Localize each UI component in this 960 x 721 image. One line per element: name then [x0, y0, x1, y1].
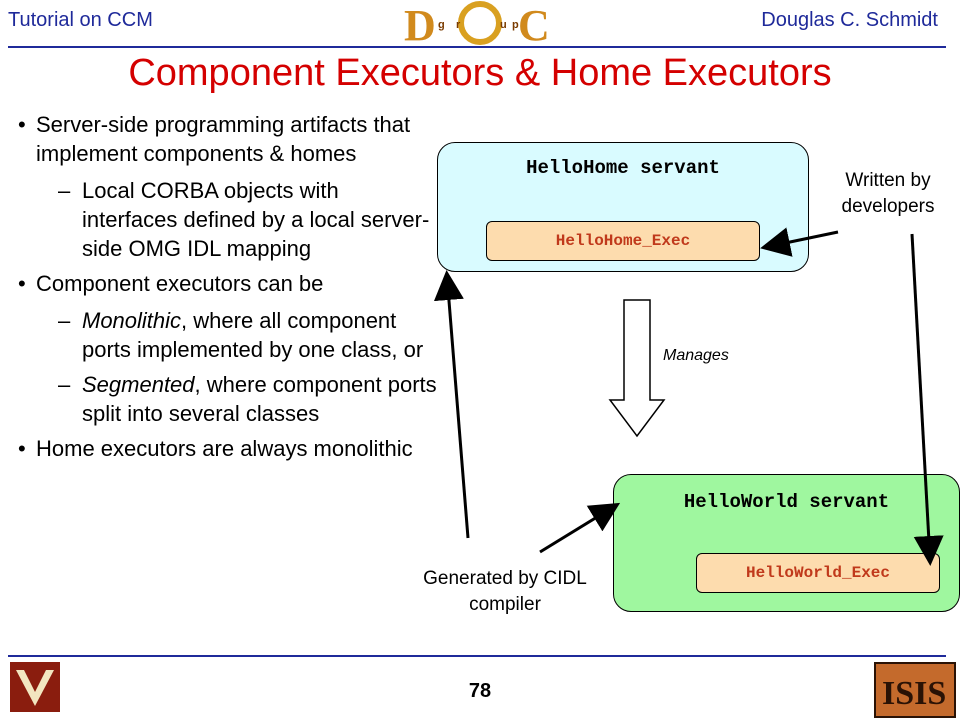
hellohome-servant-box: HelloHome servant HelloHome_Exec [437, 142, 809, 272]
logo-letter-o [458, 1, 502, 45]
header-rule [8, 46, 946, 48]
written-arrow-world [910, 233, 944, 566]
manages-label: Manages [663, 347, 729, 364]
segmented-term: Segmented [82, 372, 195, 397]
vanderbilt-logo-icon [10, 662, 60, 712]
bullet-list: Server-side programming artifacts that i… [18, 110, 438, 471]
svg-text:g: g [438, 19, 445, 31]
bullet-3: Home executors are always monolithic [18, 434, 438, 463]
written-arrow-home [760, 227, 839, 257]
slide-title: Component Executors & Home Executors [128, 52, 832, 94]
svg-text:r: r [456, 19, 461, 31]
bullet-1-sub: –Local CORBA objects with interfaces def… [58, 178, 430, 261]
bullet-2-sub-1-text: , where all component ports implemented … [82, 308, 424, 362]
logo-letter-d: D [404, 1, 436, 46]
monolithic-term: Monolithic [82, 308, 182, 333]
doc-group-logo: D C g r u p [400, 0, 560, 50]
logo-letter-c: C [518, 1, 550, 46]
header-left-text: Tutorial on CCM [8, 9, 153, 31]
helloworld-servant-label: HelloWorld servant [683, 491, 890, 513]
manages-arrow-icon [608, 299, 666, 438]
written-by-developers-note: Written by developers [841, 170, 935, 217]
footer-rule [8, 655, 946, 657]
svg-text:p: p [512, 19, 519, 31]
header-right-text: Douglas C. Schmidt [761, 9, 938, 31]
svg-text:u: u [500, 19, 507, 31]
generated-arrow-home [433, 270, 470, 539]
helloworld-servant-box: HelloWorld servant HelloWorld_Exec [613, 474, 960, 612]
hellohome-exec-box: HelloHome_Exec [486, 221, 760, 261]
bullet-2: Component executors can be [18, 269, 438, 298]
bullet-2-sub-2-text: , where component ports split into sever… [82, 372, 437, 426]
bullet-2-sub-2: –Segmented, where component ports split … [58, 372, 437, 426]
hellohome-servant-label: HelloHome servant [526, 157, 720, 179]
generated-by-cidl-note: Generated by CIDL compiler [423, 568, 587, 615]
bullet-2-sub-1: –Monolithic, where all component ports i… [58, 308, 424, 362]
bullet-1-sub-text: Local CORBA objects with interfaces defi… [82, 178, 430, 261]
page-number: 78 [468, 680, 492, 702]
bullet-1: Server-side programming artifacts that i… [18, 110, 438, 168]
svg-text:ISIS: ISIS [882, 675, 946, 712]
isis-logo-icon: ISIS [874, 662, 956, 718]
generated-arrow-world [539, 502, 621, 554]
helloworld-exec-box: HelloWorld_Exec [696, 553, 940, 593]
